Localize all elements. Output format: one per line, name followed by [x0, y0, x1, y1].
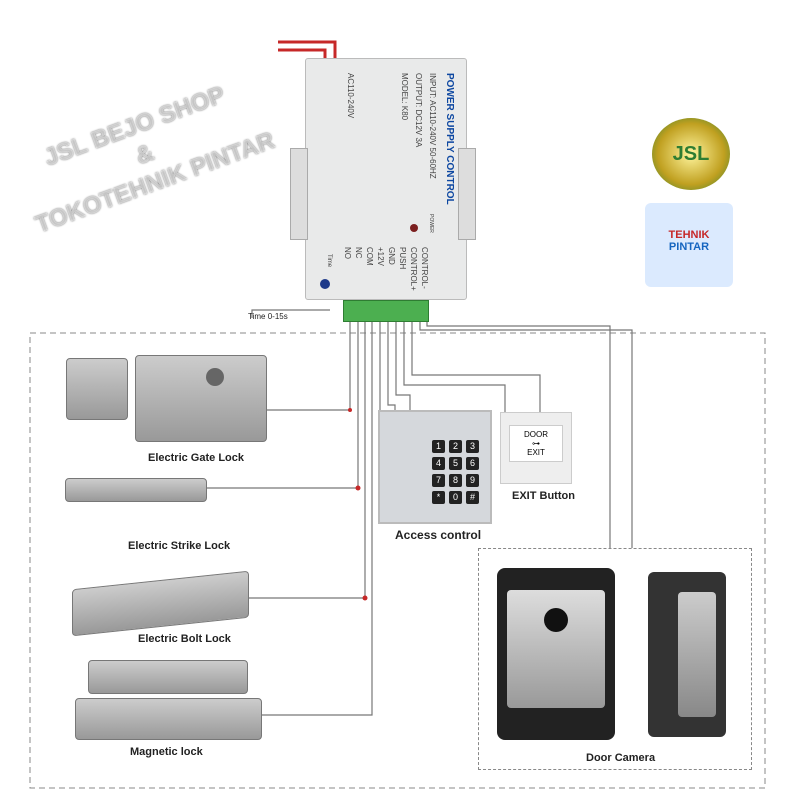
- terminal-block: [343, 300, 429, 322]
- terminal-label: NO: [343, 247, 352, 259]
- door-camera-label: Door Camera: [586, 752, 656, 764]
- strike-lock-label: Electric Strike Lock: [128, 540, 231, 552]
- keypad-key[interactable]: 1: [432, 440, 445, 453]
- power-led: [410, 224, 418, 232]
- terminal-label: GND: [387, 247, 396, 265]
- psu-title: POWER SUPPLY CONTROL: [444, 73, 455, 205]
- keypad-key[interactable]: 6: [466, 457, 479, 470]
- jsl-logo: JSL: [652, 118, 730, 190]
- gate-lock-label: Electric Gate Lock: [148, 452, 244, 464]
- keypad-key[interactable]: 3: [466, 440, 479, 453]
- terminal-label: +12V: [376, 247, 385, 266]
- psu-time-label: Time: [326, 254, 332, 268]
- keypad-key[interactable]: 9: [466, 474, 479, 487]
- psu-input: INPUT: AC110-240V 50-60HZ: [428, 73, 437, 179]
- terminal-label: COM: [365, 247, 374, 266]
- terminal-label: NC: [354, 247, 363, 259]
- psu-ac: AC110-240V: [346, 73, 355, 119]
- magnetic-lock-plate: [88, 660, 248, 694]
- terminal-label: PUSH: [398, 247, 407, 270]
- psu-power-label: POWER: [428, 214, 434, 233]
- system-boundary: [29, 332, 766, 789]
- logo-tehnik-text: TEHNIK: [668, 229, 710, 241]
- exit-button[interactable]: DOOR ⊶ EXIT: [500, 412, 572, 484]
- door-camera-group: [478, 548, 752, 770]
- electric-strike-lock: [65, 478, 207, 502]
- keypad-key[interactable]: 5: [449, 457, 462, 470]
- keypad-key[interactable]: 4: [432, 457, 445, 470]
- mounting-ear-left: [290, 148, 308, 240]
- gate-lock-latch: [66, 358, 128, 420]
- key-icon: ⊶: [532, 439, 540, 448]
- time-range-label: Time 0-15s: [248, 312, 288, 321]
- exit-button-label: EXIT Button: [512, 490, 575, 502]
- keypad-key[interactable]: #: [466, 491, 479, 504]
- exit-button-top-text: DOOR: [524, 430, 548, 439]
- keypad-key[interactable]: 2: [449, 440, 462, 453]
- keypad-key[interactable]: 8: [449, 474, 462, 487]
- magnetic-lock-label: Magnetic lock: [130, 746, 203, 758]
- logo-pintar-text: PINTAR: [668, 241, 710, 253]
- bolt-lock-label: Electric Bolt Lock: [138, 633, 231, 645]
- access-control-label: Access control: [395, 528, 482, 542]
- power-supply-unit: POWER SUPPLY CONTROL INPUT: AC110-240V 5…: [305, 58, 467, 300]
- time-knob[interactable]: [320, 279, 330, 289]
- keypad-key[interactable]: 7: [432, 474, 445, 487]
- mounting-ear-right: [458, 148, 476, 240]
- door-camera-unit: [497, 568, 615, 740]
- keypad-key[interactable]: 0: [449, 491, 462, 504]
- psu-model: MODEL: K80: [400, 73, 409, 121]
- electric-gate-lock: [135, 355, 267, 442]
- door-camera-outdoor-unit: [648, 572, 726, 737]
- psu-output: OUTPUT: DC12V 3A: [414, 73, 423, 148]
- exit-button-bottom-text: EXIT: [527, 448, 545, 457]
- keypad-key[interactable]: *: [432, 491, 445, 504]
- tehnik-pintar-logo: TEHNIK PINTAR: [645, 203, 733, 287]
- terminal-label: CONTROL-: [420, 247, 429, 289]
- terminal-labels: CONTROL- CONTROL+ PUSH GND +12V COM NC N…: [342, 247, 429, 291]
- terminal-label: CONTROL+: [409, 247, 418, 291]
- magnetic-lock: [75, 698, 262, 740]
